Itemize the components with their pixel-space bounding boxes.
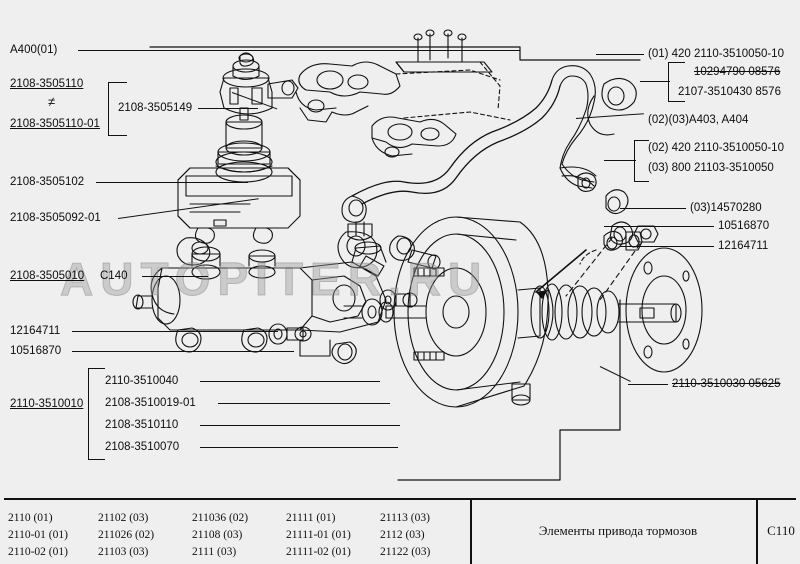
table-cell: 21111-01 (01) (286, 529, 351, 541)
label-2108-3510110: 2108-3510110 (105, 419, 179, 431)
table-cell: 21122 (03) (380, 546, 431, 558)
label-01-420-2110-3510050-10: (01) 420 2110-3510050-10 (648, 48, 784, 60)
table-cell: 21111-02 (01) (286, 546, 351, 558)
leader-12164711-left (72, 331, 278, 332)
label-0203-a403-a404: (02)(03)A403, A404 (648, 114, 749, 126)
label-02-420-2110-3510050-10: (02) 420 2110-3510050-10 (648, 142, 784, 154)
label-2108-3505102: 2108-3505102 (10, 176, 85, 188)
bracket-3505149 (108, 82, 127, 136)
leader-3510070 (200, 447, 398, 448)
bracket-right-mid (634, 140, 649, 182)
table-top-rule (4, 498, 796, 500)
label-2108-3510070: 2108-3510070 (105, 441, 180, 453)
label-2108-3505010: 2108-3505010 (10, 270, 85, 282)
table-cell: 2110 (01) (8, 512, 53, 524)
leader-14570280 (620, 208, 686, 209)
leader-10516870-left (72, 351, 294, 352)
table-cell: 21103 (03) (98, 546, 149, 558)
table-cell: 2110-01 (01) (8, 529, 68, 541)
leader-01-420 (596, 54, 644, 55)
label-not-equal: ≠ (48, 94, 56, 109)
leader-3510040 (200, 381, 380, 382)
table-cell: 21113 (03) (380, 512, 430, 524)
label-c140: C140 (100, 270, 128, 282)
table-cell: 211036 (02) (192, 512, 249, 524)
label-2110-3510040: 2110-3510040 (105, 375, 179, 387)
label-2108-3505092-01: 2108-3505092-01 (10, 212, 101, 224)
leader-3510110 (200, 425, 400, 426)
leader-12164711-right (620, 246, 714, 247)
applicability-table: 2110 (01) 2110-01 (01) 2110-02 (01) 2110… (0, 498, 800, 564)
label-2110-3510030: 2110-3510030 05625 (672, 378, 781, 390)
label-03-14570280: (03)14570280 (690, 202, 762, 214)
label-03-800-21103-3510050: (03) 800 21103-3510050 (648, 162, 774, 174)
label-a400: A400(01) (10, 44, 58, 56)
table-separator-left (470, 498, 472, 564)
label-2108-3505149: 2108-3505149 (118, 102, 193, 114)
leader-10516870-right (604, 226, 714, 227)
leader-3505102 (96, 182, 248, 183)
table-cell: 211026 (02) (98, 529, 155, 541)
table-cell: 21108 (03) (192, 529, 243, 541)
table-cell: 2112 (03) (380, 529, 425, 541)
leader-3510030 (628, 384, 668, 385)
table-separator-right (756, 498, 758, 564)
leader-3505149 (198, 108, 258, 109)
leader-right-mid-bracket (604, 160, 636, 161)
label-2107-3510430: 2107-3510430 8576 (678, 86, 781, 98)
label-2110-3510010: 2110-3510010 (10, 398, 84, 410)
table-cell: 21111 (01) (286, 512, 336, 524)
table-cell: 2111 (03) (192, 546, 237, 558)
table-cell: 21102 (03) (98, 512, 149, 524)
label-12164711-right: 12164711 (718, 240, 769, 252)
bracket-right-top (668, 62, 685, 102)
label-10516870-right: 10516870 (718, 220, 770, 232)
diagram-code: C110 (767, 523, 795, 538)
label-2108-3510019-01: 2108-3510019-01 (105, 397, 196, 409)
leader-right-top-bracket (640, 81, 670, 82)
bracket-3510010-group (88, 368, 105, 460)
label-12164711-left: 12164711 (10, 325, 61, 337)
leader-3505010 (142, 276, 208, 277)
diagram-title: Элементы привода тормозов (538, 523, 698, 538)
leader-a400 (78, 50, 520, 51)
leader-3510019 (218, 403, 390, 404)
label-2108-3505110: 2108-3505110 (10, 78, 84, 90)
brake-assembly-illustration (132, 29, 703, 481)
table-cell: 2110-02 (01) (8, 546, 68, 558)
label-10516870-left: 10516870 (10, 345, 62, 357)
label-10294790: 10294790 08576 (694, 66, 781, 78)
label-2108-3505110-01: 2108-3505110-01 (10, 118, 100, 130)
